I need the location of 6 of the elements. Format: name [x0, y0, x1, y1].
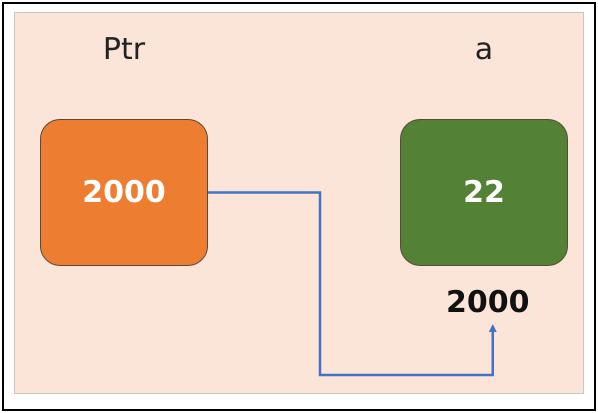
value-box: 22: [400, 119, 568, 266]
variable-name: a: [474, 32, 494, 67]
address-label: 2000: [446, 285, 530, 320]
variable-name: Ptr: [102, 32, 146, 67]
value-box: 2000: [40, 119, 208, 266]
pointer-arrow: [208, 191, 497, 376]
